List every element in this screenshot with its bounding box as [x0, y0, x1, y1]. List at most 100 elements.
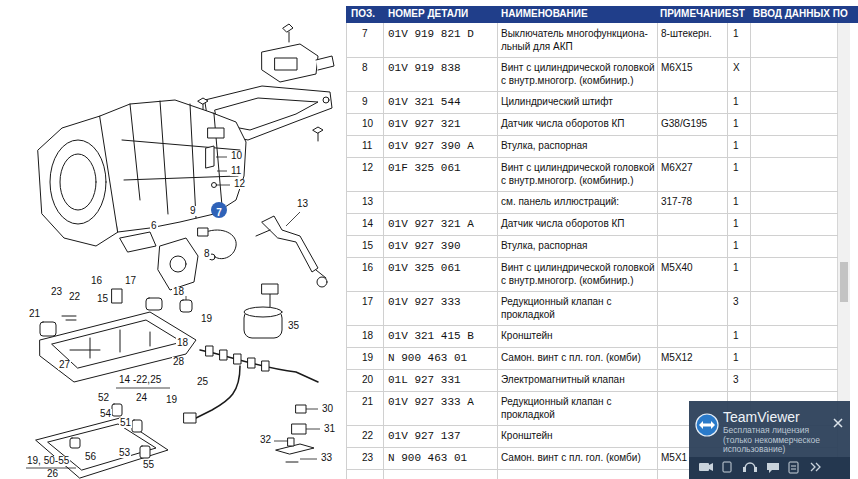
table-cell: 1: [733, 196, 747, 209]
transmission-illustration: [0, 0, 345, 479]
table-cell: G38/G195: [661, 118, 725, 131]
callout-number: 19: [165, 395, 178, 405]
table-row-line: [346, 157, 838, 158]
column-header: ВВОД ДАННЫХ ПО: [753, 8, 848, 20]
table-cell: 1: [733, 330, 747, 343]
callout-number: 35: [287, 321, 300, 331]
callout-number: 12: [233, 179, 246, 189]
table-cell: M5X40: [661, 262, 725, 275]
table-cell: 8-штекерн.: [661, 28, 725, 41]
table-cell: 11: [362, 140, 382, 153]
callout-number: 55: [142, 460, 155, 470]
table-cell: 23: [362, 452, 382, 465]
table-cell: Самон. винт с пл. гол. (комби): [501, 352, 655, 365]
table-cell: M6X27: [661, 162, 725, 175]
table-cell: Винт с цилиндрической головкой с внутр.м…: [501, 162, 655, 187]
table-row-line: [346, 191, 838, 192]
table-row-line: [346, 369, 838, 370]
callout-number: 13: [296, 199, 309, 209]
callout-number: 19, 50-55: [26, 456, 70, 466]
table-cell: Датчик числа оборотов КП: [501, 218, 655, 231]
table-cell: 18: [362, 330, 382, 343]
table-cell: 1: [733, 162, 747, 175]
table-row-line: [346, 257, 838, 258]
callout-circle: 7: [211, 202, 227, 218]
table-cell: 1: [733, 218, 747, 231]
callout-number: 8: [203, 249, 211, 259]
callout-number: 31: [323, 424, 336, 434]
table-cell: N 900 463 01: [388, 452, 467, 465]
table-cell: 1: [733, 262, 747, 275]
table-cell: 1: [733, 96, 747, 109]
table-cell: Редукционный клапан с прокладкой: [501, 396, 655, 421]
table-cell: Редукционный клапан с прокладкой: [501, 296, 655, 321]
popup-subtitle: Бесплатная лицензия (только некоммерческ…: [723, 426, 835, 455]
table-cell: 8: [362, 62, 382, 75]
table-cell: 17: [362, 296, 382, 309]
table-cell: 01V 927 390 A: [388, 140, 474, 153]
table-row-line: [346, 91, 838, 92]
table-cell: 15: [362, 240, 382, 253]
callout-number: 28: [172, 357, 185, 367]
callout-number: 23: [50, 287, 63, 297]
callout-number: 7: [216, 205, 222, 221]
popup-title: TeamViewer: [723, 409, 842, 425]
table-cell: M6X15: [661, 62, 725, 75]
table-cell: 10: [362, 118, 382, 131]
table-cell: Выключатель многофункциона- льный для АК…: [501, 28, 655, 53]
table-cell: 21: [362, 396, 382, 409]
table-row-line: [346, 325, 838, 326]
table-cell: 01L 927 331: [388, 374, 461, 387]
table-cell: 1: [733, 118, 747, 131]
table-cell: Кронштейн: [501, 330, 655, 343]
table-cell: Самон. винт с пл. гол. (комби): [501, 452, 655, 465]
table-cell: 12: [362, 162, 382, 175]
table-cell: Электромагнитный клапан: [501, 374, 655, 387]
callout-number: 15: [96, 294, 109, 304]
table-cell: 9: [362, 96, 382, 109]
table-cell: см. панель иллюстраций:: [501, 196, 655, 209]
callout-number: 6: [150, 221, 158, 231]
table-cell: 01V 927 333: [388, 296, 461, 309]
callout-number: 53: [118, 448, 131, 458]
table-row-line: [346, 235, 838, 236]
column-header: НАИМЕНОВАНИЕ: [501, 8, 588, 20]
table-row-line: [346, 291, 838, 292]
table-cell: 3: [733, 374, 747, 387]
table-cell: 01V 919 821 D: [388, 28, 474, 41]
table-cell: 7: [362, 28, 382, 41]
table-cell: 01V 321 544: [388, 96, 461, 109]
callout-number: 9: [189, 206, 197, 216]
table-cell: 01V 927 321 A: [388, 218, 474, 231]
callout-number: 24: [135, 393, 148, 403]
table-cell: 16: [362, 262, 382, 275]
table-cell: Втулка, распорная: [501, 240, 655, 253]
table-cell: 20: [362, 374, 382, 387]
callout-number: 10: [230, 151, 243, 161]
column-header: ПОЗ.: [351, 8, 375, 20]
table-cell: M5X12: [661, 352, 725, 365]
column-header: НОМЕР ДЕТАЛИ: [388, 8, 468, 20]
table-cell: 3: [733, 296, 747, 309]
table-cell: Кронштейн: [501, 430, 655, 443]
callout-number: 17: [124, 276, 137, 286]
table-cell: 1: [733, 240, 747, 253]
table-cell: X: [733, 62, 747, 75]
table-cell: 14: [362, 218, 382, 231]
table-row-line: [346, 391, 838, 392]
table-row-line: [346, 113, 838, 114]
callout-number: 11: [230, 166, 242, 176]
callout-number: 25: [196, 377, 209, 387]
column-header: ST: [732, 8, 745, 20]
column-header: ПРИМЕЧАНИЕ: [660, 8, 731, 20]
callout-number: 22: [68, 292, 81, 302]
callout-number: 30: [321, 404, 334, 414]
callout-number: 26: [46, 469, 59, 479]
callout-number: 56: [84, 452, 97, 462]
scrollbar-thumb: [840, 262, 848, 302]
callout-number: 33: [320, 453, 333, 463]
table-cell: Винт с цилиндрической головкой с внутр.м…: [501, 262, 655, 287]
callout-number: 16: [90, 276, 103, 286]
callout-number: 54: [99, 409, 112, 419]
table-cell: Втулка, распорная: [501, 140, 655, 153]
